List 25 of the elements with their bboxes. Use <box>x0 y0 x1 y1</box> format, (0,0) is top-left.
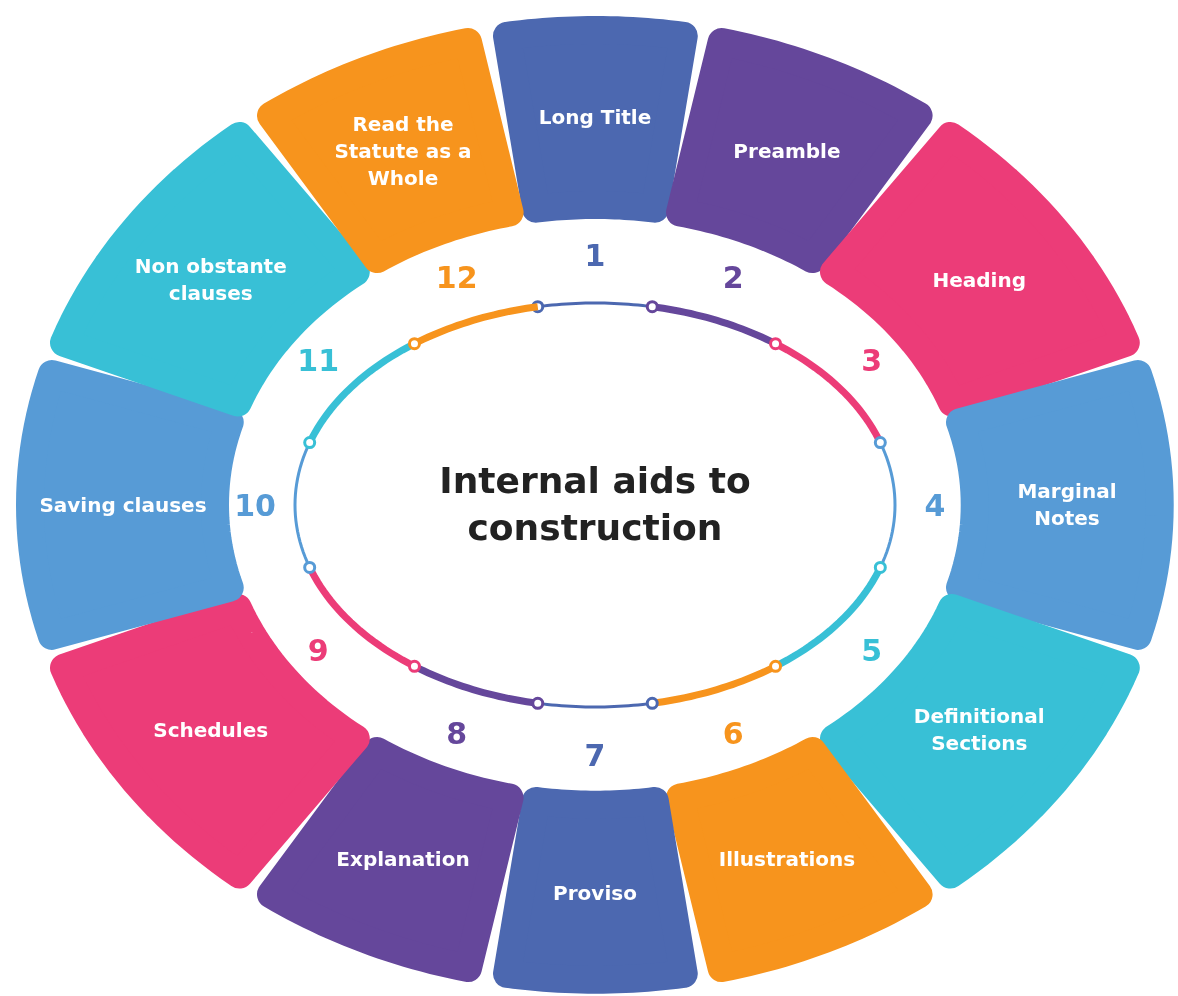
step-number: 12 <box>435 259 478 295</box>
step-number: 9 <box>307 632 329 668</box>
segment-label: Saving clauses <box>38 491 208 519</box>
step-number: 10 <box>234 487 276 523</box>
step-number: 1 <box>584 237 606 273</box>
segment-label: Illustrations <box>717 845 857 873</box>
step-number: 7 <box>584 737 606 773</box>
step-number: 2 <box>722 259 744 295</box>
step-number: 11 <box>297 342 340 378</box>
segment-label: Long Title <box>537 103 653 131</box>
center-title: Internal aids to construction <box>438 459 752 550</box>
segment-label: Proviso <box>552 879 638 907</box>
segment-label: Definitional Sections <box>912 703 1046 758</box>
segment-label: Read the Statute as a Whole <box>333 110 473 192</box>
step-number: 5 <box>861 632 883 668</box>
segment-label: Non obstante clauses <box>133 252 288 307</box>
segment-label: Explanation <box>335 845 471 873</box>
step-number: 3 <box>861 342 883 378</box>
segment-label: Schedules <box>152 716 270 744</box>
step-number: 8 <box>446 715 468 751</box>
step-number: 4 <box>924 487 946 523</box>
step-number: 6 <box>722 715 744 751</box>
segment-label: Preamble <box>732 137 842 165</box>
segment-label: Marginal Notes <box>1016 478 1118 532</box>
segment-label: Heading <box>931 266 1027 294</box>
